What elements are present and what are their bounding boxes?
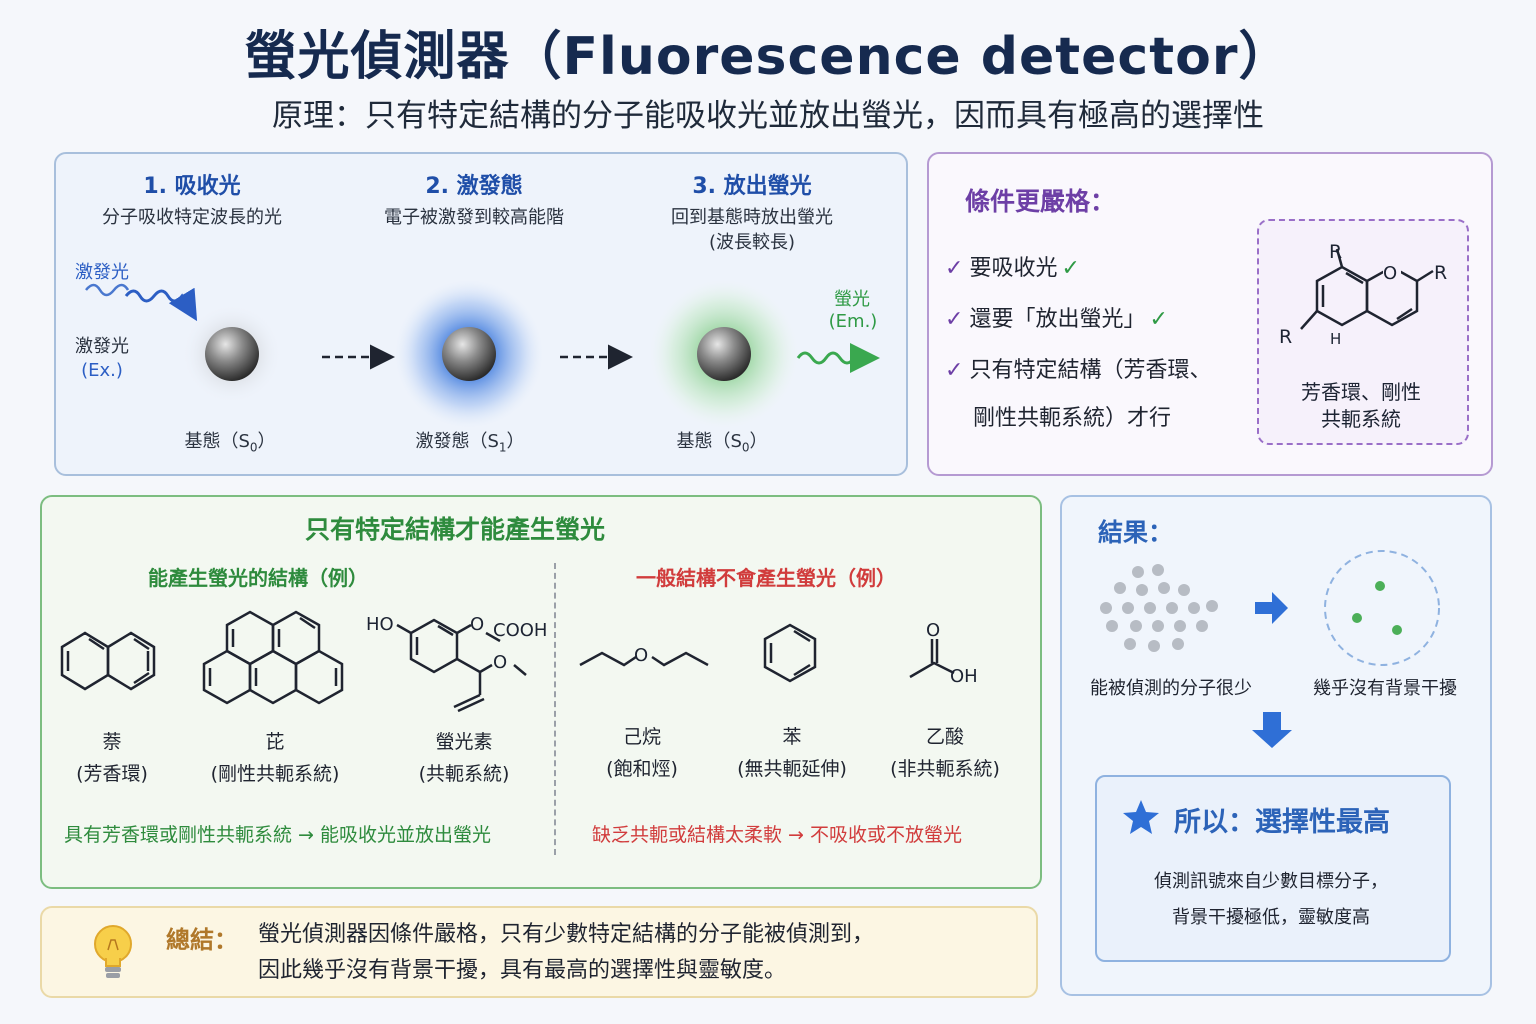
target-dot [1392,625,1402,635]
right-arrow-icon [1255,592,1288,624]
conclusion-box [1095,775,1451,962]
fluorescein-o1: O [470,614,485,635]
summary-line-1: 螢光偵測器因條件嚴格，只有少數特定結構的分子能被偵測到， [258,922,875,947]
check-icon: ✓ [945,307,964,332]
fluorescein-structure [396,618,527,713]
conclusion-title: 所以：選擇性最高 [1174,807,1390,838]
non-fluorescent-footer: 缺乏共軛或結構太柔軟 → 不吸收或不放螢光 [592,824,963,846]
step-3-desc-line2: (波長較長) [708,232,796,253]
r-label-right: R [1434,262,1448,284]
hexane-structure [579,651,709,667]
fluorescein-caption: 螢光素(共軛系統) [418,731,510,785]
pyrene-structure [202,610,344,705]
structures-heading: 只有特定結構才能產生螢光 [304,515,605,544]
naphthalene-structure [60,631,156,691]
result-heading: 結果： [1098,518,1174,547]
condition-item-2: ✓還要「放出螢光」✓ [945,307,1168,332]
benzene-caption: 苯(無共軛延伸) [737,726,847,780]
ring-o-label: O [1383,263,1398,284]
excitation-light-top-label: 激發光 [75,262,129,283]
r-label-top: R [1329,241,1343,263]
acetic-oh: OH [950,666,978,687]
conclusion-line-1: 偵測訊號來自少數目標分子， [1154,871,1388,892]
page-subtitle: 原理：只有特定結構的分子能吸收光並放出螢光，因而具有極高的選擇性 [272,98,1264,134]
summary-label: 總結： [166,926,238,954]
fluorescein-cooh: COOH [493,620,548,641]
naphthalene-caption: 萘(芳香環) [76,731,148,785]
summary-panel [40,906,1038,998]
ground-state-molecule [205,327,259,381]
step-2-title: 2. 激發態 [425,174,523,199]
benzene-structure [763,623,817,683]
divider [554,563,556,855]
structure-example-caption: 芳香環、剛性 共軛系統 [1301,380,1421,431]
molecule-structures [60,610,955,713]
condition-item-3: ✓只有特定結構（芳香環、 [945,358,1212,383]
page-title: 螢光偵測器（Fluorescence detector） [244,27,1292,87]
check-icon: ✓ [945,358,964,383]
green-check-icon: ✓ [1061,256,1080,281]
excitation-abbr: (Ex.) [81,360,123,381]
condition-item-3-cont: 剛性共軛系統）才行 [973,406,1172,431]
excited-state-label: 激發態（S1） [415,431,525,455]
chromene-structure-icon [1300,248,1434,330]
hexane-caption: 己烷(飽和烴) [606,726,678,780]
r-label-left: R [1279,326,1293,348]
step-3-desc-line1: 回到基態時放出螢光 [671,207,833,228]
step-2-desc: 電子被激發到較高能階 [384,207,564,228]
excited-state-molecule [442,327,496,381]
structure-example-box [1257,219,1469,445]
few-molecules-circle [1324,550,1440,666]
excitation-squiggle [85,283,130,297]
down-arrow-icon [1252,712,1292,748]
acetic-acid-structure [909,639,955,679]
many-molecules-dots [1100,564,1218,652]
step-1-title: 1. 吸收光 [143,174,241,199]
condition-item-1: ✓要吸收光✓ [945,256,1080,281]
ring-h-label: H [1330,330,1342,348]
fluorescent-footer: 具有芳香環或剛性共軛系統 → 能吸收光並放出螢光 [64,824,492,846]
result-diagram [1100,550,1440,748]
process-diagram [85,280,880,428]
fluorescein-o2: O [493,652,508,673]
excitation-label: 激發光 [75,336,129,357]
conclusion-line-2: 背景干擾極低，靈敏度高 [1172,907,1370,928]
acetic-acid-caption: 乙酸(非共軛系統) [890,726,1000,780]
emission-label: 螢光 [834,289,870,310]
ground-state-2-label: 基態（S0） [676,431,768,455]
green-check-icon: ✓ [1149,307,1168,332]
pyrene-caption: 芘(剛性共軛系統) [210,731,340,785]
conditions-heading: 條件更嚴格： [965,187,1116,216]
low-background-label: 幾乎沒有背景干擾 [1313,678,1457,699]
few-detectable-label: 能被偵測的分子很少 [1090,678,1252,699]
target-dot [1375,581,1385,591]
step-1-desc: 分子吸收特定波長的光 [102,207,282,228]
target-dot [1352,613,1362,623]
hexane-o: O [634,645,649,666]
emission-wave-arrow [796,343,880,373]
step-3-title: 3. 放出螢光 [692,174,812,199]
emission-abbr: (Em.) [828,311,878,332]
excitation-wave-arrow [124,287,198,322]
lightbulb-icon [94,925,132,978]
acetic-o: O [926,620,941,641]
non-fluorescent-heading: 一般結構不會產生螢光（例） [636,566,896,590]
summary-line-2: 因此幾乎沒有背景干擾，具有最高的選擇性與靈敏度。 [258,958,787,983]
fluorescent-heading: 能產生螢光的結構（例） [148,566,368,590]
star-icon [1123,800,1159,834]
ground-state-label: 基態（S0） [184,431,276,455]
fluorescein-ho: HO [366,614,394,635]
check-icon: ✓ [945,256,964,281]
ground-state-2-molecule [697,327,751,381]
